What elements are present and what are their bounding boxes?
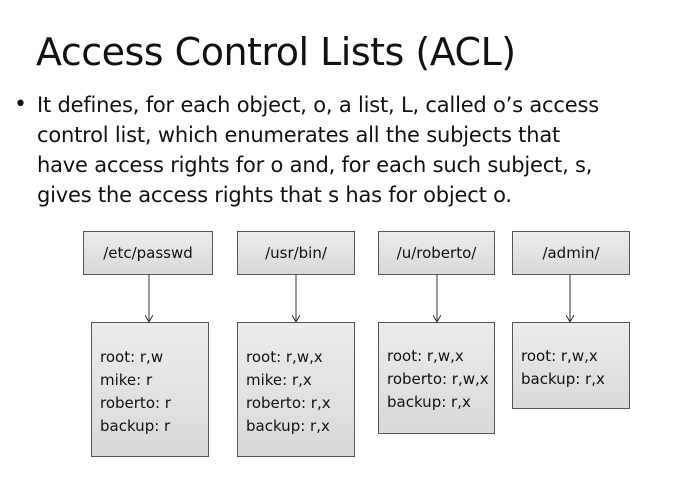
acl-entry: roberto: r [100,394,171,412]
object-box-admin: /admin/ [512,231,630,275]
bullet-line: control list, which enumerates all the s… [37,123,561,147]
bullet-line: It defines, for each object, o, a list, … [37,93,599,117]
acl-entry: root: r,w,x [246,348,323,366]
bullet-line: have access rights for o and, for each s… [37,153,593,177]
acl-entry: roberto: r,x [246,394,331,412]
acl-entry: mike: r,x [246,371,312,389]
acl-entry: root: r,w,x [521,347,598,365]
bullet-line: gives the access rights that s has for o… [37,183,512,207]
acl-box-admin: root: r,w,x backup: r,x [512,322,630,409]
acl-box-etc-passwd: root: r,w mike: r roberto: r backup: r [91,322,209,457]
acl-box-u-roberto: root: r,w,x roberto: r,w,x backup: r,x [378,322,495,434]
acl-entry: backup: r,x [387,393,471,411]
object-box-u-roberto: /u/roberto/ [378,231,495,275]
acl-entry: backup: r,x [246,417,330,435]
object-box-etc-passwd: /etc/passwd [83,231,213,275]
acl-entry: backup: r,x [521,370,605,388]
acl-entry: backup: r [100,417,171,435]
acl-entry: roberto: r,w,x [387,370,489,388]
acl-box-usr-bin: root: r,w,x mike: r,x roberto: r,x backu… [237,322,355,457]
bullet-text: It defines, for each object, o, a list, … [37,90,674,210]
acl-entry: root: r,w [100,348,164,366]
acl-entry: root: r,w,x [387,347,464,365]
bullet-point: • It defines, for each object, o, a list… [14,90,674,210]
slide-title: Access Control Lists (ACL) [36,30,516,74]
acl-entry: mike: r [100,371,153,389]
object-box-usr-bin: /usr/bin/ [237,231,355,275]
bullet-marker: • [14,92,27,117]
